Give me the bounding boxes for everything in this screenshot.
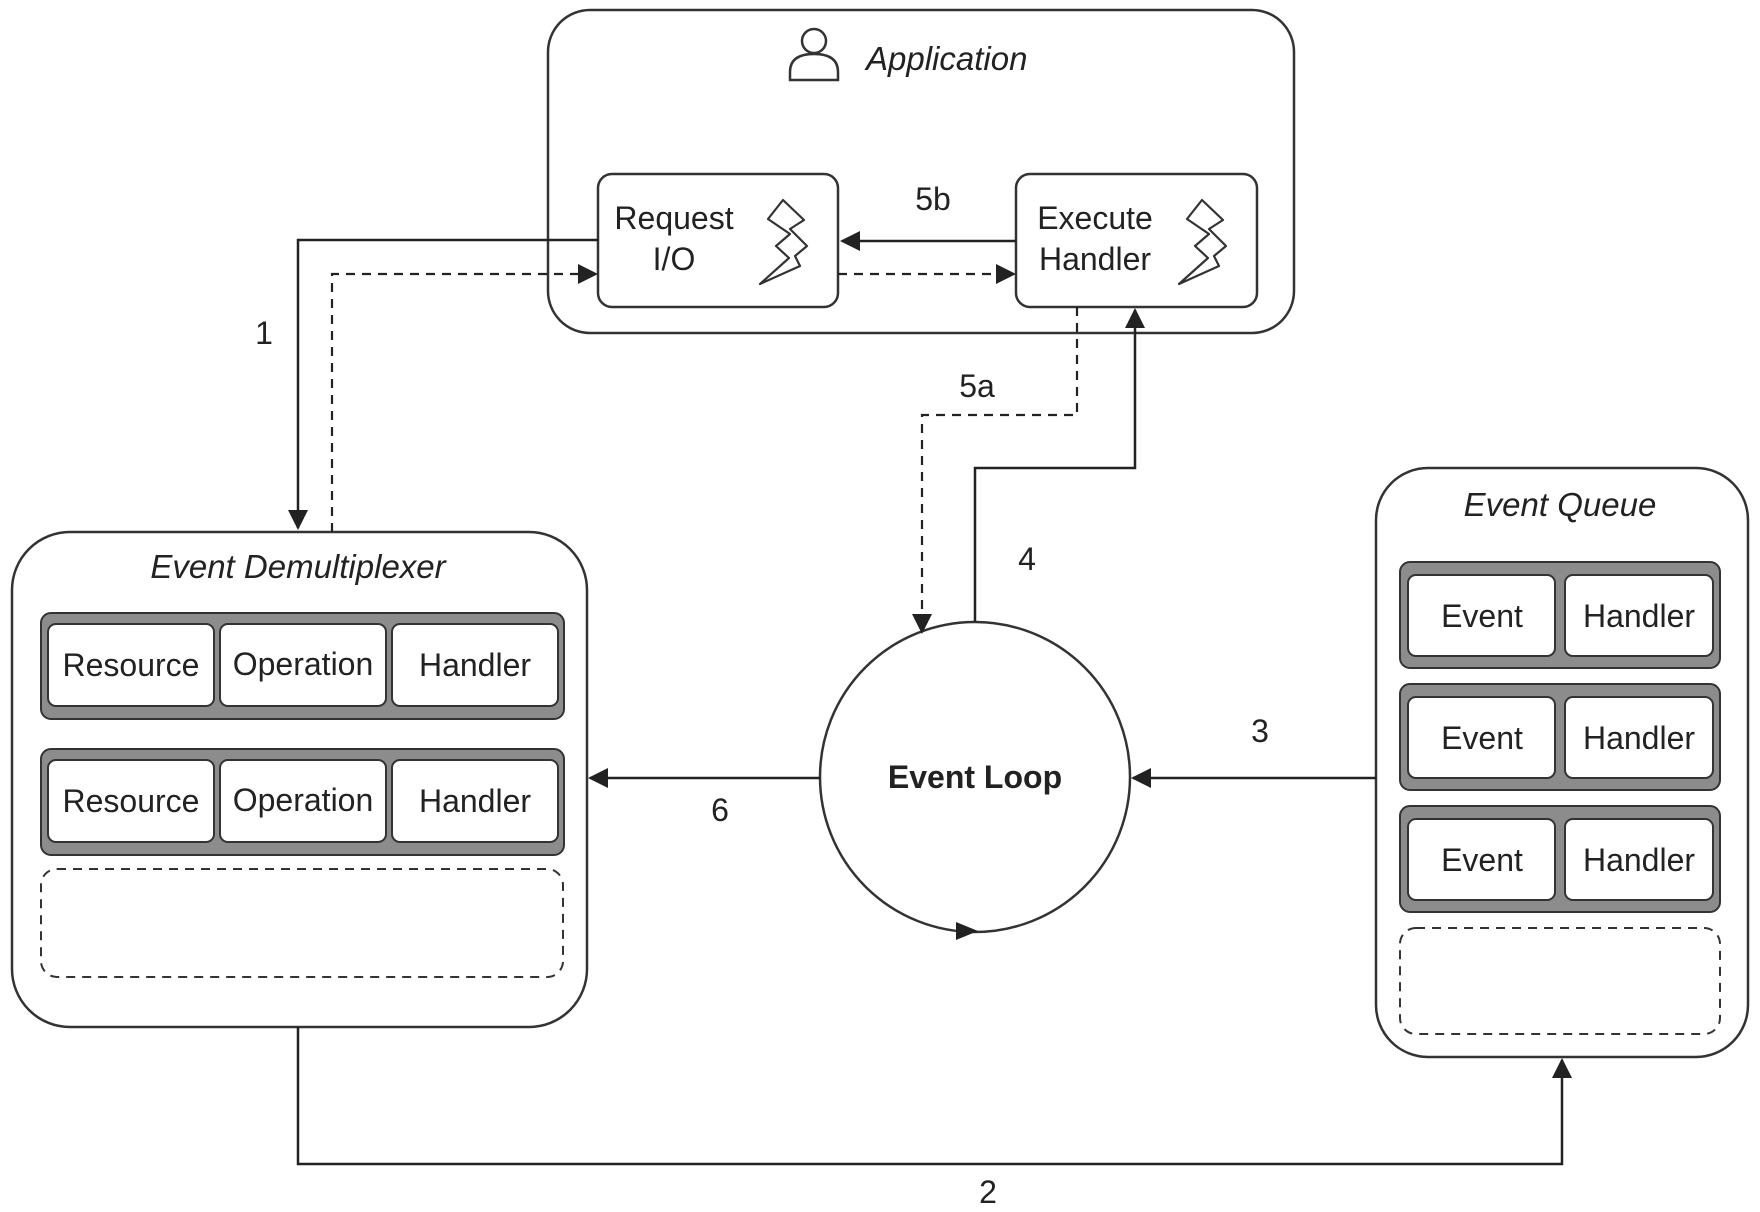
list-item: Event Handler [1399,805,1721,913]
execute-label-line2: Handler [1039,241,1151,277]
event-queue-title: Event Queue [1464,486,1657,523]
lightning-icon [758,198,809,286]
step-label-1: 1 [255,315,273,351]
handler-cell: Handler [1583,720,1695,756]
user-icon [788,27,840,82]
event-loop-node: Event Loop [818,620,1132,940]
arrow-step-1 [288,238,598,530]
empty-slot [40,868,564,978]
handler-cell: Handler [419,783,531,819]
step-label-5b: 5b [915,181,951,217]
lightning-icon [1177,198,1228,286]
list-item: Event Handler [1399,561,1721,669]
arrow-step-2 [296,1027,1572,1166]
event-loop-title: Event Loop [888,759,1062,795]
list-item: Event Handler [1399,683,1721,791]
arrow-step-4 [973,308,1145,622]
resource-cell: Resource [63,783,200,819]
application-container: Application Request I/O Execute Handler [546,8,1296,335]
application-title: Application [864,40,1027,77]
dashed-arrow-return [330,264,598,532]
dashed-arrow-step-5a [912,307,1079,634]
event-cell: Event [1441,842,1523,878]
empty-slot [1399,927,1721,1035]
request-label-line2: I/O [653,241,696,277]
execute-label-line1: Execute [1037,200,1153,236]
event-queue-container: Event Queue Event Handler Event Handler … [1374,466,1750,1059]
step-label-2: 2 [979,1174,997,1210]
resource-cell: Resource [63,647,200,683]
execute-handler-box: Execute Handler [1014,172,1259,309]
handler-cell: Handler [419,647,531,683]
handler-cell: Handler [1583,598,1695,634]
step-label-6: 6 [711,792,729,828]
loop-direction-arrow [956,922,978,940]
request-io-box: Request I/O [596,172,840,309]
request-label-line1: Request [614,200,733,236]
step-label-4: 4 [1018,541,1036,577]
step-label-5a: 5a [959,368,995,404]
event-demultiplexer-container: Event Demultiplexer Resource Operation H… [10,530,589,1029]
handler-cell: Handler [1583,842,1695,878]
operation-cell: Operation [233,782,374,818]
event-cell: Event [1441,720,1523,756]
event-cell: Event [1441,598,1523,634]
operation-cell: Operation [233,646,374,682]
demultiplexer-title: Event Demultiplexer [150,548,447,585]
table-row: Resource Operation Handler [40,612,565,720]
step-label-3: 3 [1251,713,1269,749]
table-row: Resource Operation Handler [40,748,565,856]
